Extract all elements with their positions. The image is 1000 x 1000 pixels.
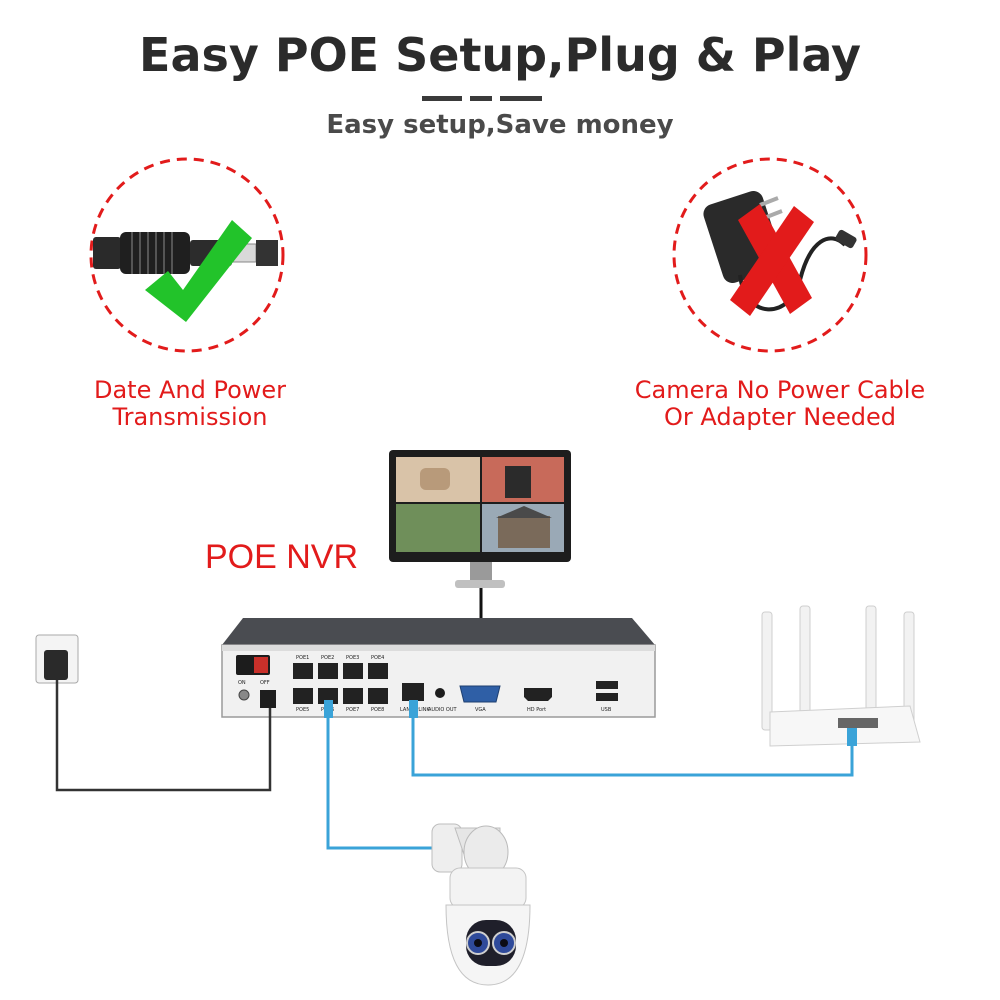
hd-port-label: HD Port	[527, 707, 546, 713]
usb-label: USB	[601, 707, 612, 713]
wall-socket-icon	[35, 634, 79, 684]
poe-port-label: POE3	[346, 655, 359, 661]
ptz-camera-icon	[431, 823, 531, 986]
poe-port-label: POE8	[371, 707, 384, 713]
left-caption-line2: Transmission	[112, 403, 268, 431]
poe-port-label: POE2	[321, 655, 334, 661]
right-caption-line2: Or Adapter Needed	[664, 403, 896, 431]
right-caption-line1: Camera No Power Cable	[634, 376, 926, 404]
lan-port[interactable]	[402, 683, 424, 701]
page-subtitle: Easy setup,Save money	[326, 110, 674, 140]
router-cable	[411, 700, 854, 777]
router-icon	[761, 605, 921, 747]
switch-on-label: ON	[238, 680, 246, 686]
poe-port-label: POE7	[346, 707, 359, 713]
check-icon	[145, 220, 252, 322]
switch-off-label: OFF	[260, 680, 270, 686]
page-title: Easy POE Setup,Plug & Play	[139, 28, 861, 82]
cross-icon	[730, 204, 814, 316]
poe-connector-icon	[93, 232, 278, 274]
nvr-device: ON OFF POE1 POE2 POE3 POE4 POE5 POE6 POE…	[221, 618, 656, 718]
vga-label: VGA	[475, 707, 486, 713]
audio-out-label: AUDIO OUT	[428, 707, 458, 713]
poe-port-label: POE1	[296, 655, 309, 661]
poe-port-label: POE5	[296, 707, 309, 713]
camera-cable	[326, 700, 432, 850]
right-feature-caption: Camera No Power Cable Or Adapter Needed	[590, 377, 970, 431]
poe-port-label: POE4	[371, 655, 384, 661]
monitor-icon	[389, 450, 571, 588]
power-cable	[55, 680, 272, 792]
title-divider	[422, 96, 542, 101]
left-feature-caption: Date And Power Transmission	[40, 377, 340, 431]
poe-connector-panel	[89, 157, 285, 353]
left-caption-line1: Date And Power	[93, 376, 287, 404]
power-adapter-panel	[672, 157, 868, 353]
dc-power-port[interactable]	[260, 690, 276, 708]
nvr-label: POE NVR	[205, 538, 359, 576]
